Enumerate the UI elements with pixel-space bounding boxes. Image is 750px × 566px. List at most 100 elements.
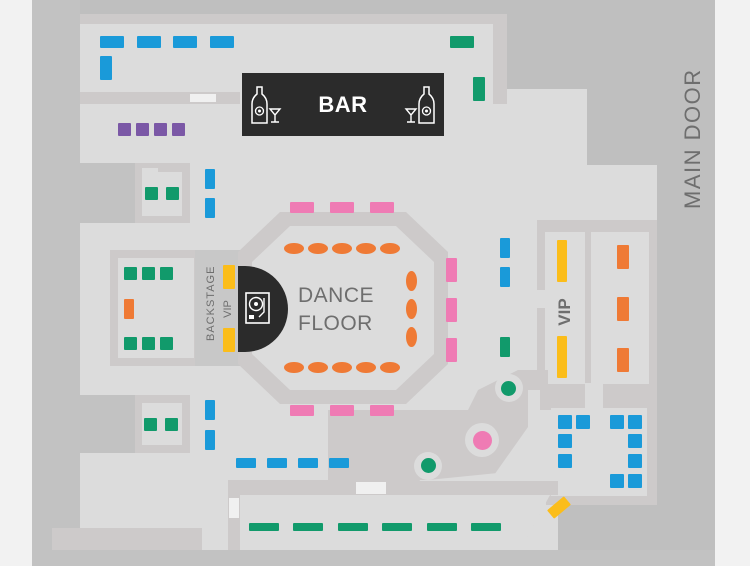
seat-blue[interactable] — [628, 454, 642, 468]
seat-blue[interactable] — [236, 458, 256, 468]
round-table-alcoves — [414, 374, 523, 480]
seat-pink[interactable] — [290, 202, 314, 213]
seat-yellow[interactable] — [223, 265, 235, 289]
seat-green[interactable] — [338, 523, 368, 531]
seat-green[interactable] — [144, 418, 157, 431]
seat-green[interactable] — [450, 36, 474, 48]
corridor-wall-top — [228, 481, 558, 495]
seat-blue[interactable] — [210, 36, 234, 48]
round-table-green[interactable] — [501, 381, 516, 396]
champagne-bottle-glass-icon — [251, 85, 282, 124]
seat-pink[interactable] — [290, 405, 314, 416]
seat-yellow[interactable] — [557, 336, 567, 378]
round-table-green[interactable] — [421, 458, 436, 473]
seat-pink[interactable] — [330, 202, 354, 213]
dance-floor-pod-orange[interactable] — [332, 243, 352, 254]
seat-blue[interactable] — [558, 454, 572, 468]
backstage-label: BACKSTAGE — [205, 265, 217, 341]
dance-floor-pod-orange[interactable] — [406, 299, 417, 319]
seat-blue[interactable] — [100, 36, 124, 48]
bottom-wall-strip — [32, 550, 715, 566]
seat-blue[interactable] — [298, 458, 318, 468]
seat-blue[interactable] — [100, 56, 112, 80]
dance-floor-label-line2: FLOOR — [298, 312, 373, 335]
seat-blue[interactable] — [610, 415, 624, 429]
seat-blue[interactable] — [558, 415, 572, 429]
seat-yellow[interactable] — [557, 240, 567, 282]
seat-orange[interactable] — [617, 348, 629, 372]
seat-blue[interactable] — [205, 400, 215, 420]
seat-green[interactable] — [124, 337, 137, 350]
lounge-bottom-right-gap — [585, 395, 603, 411]
dance-floor-pod-orange[interactable] — [332, 362, 352, 373]
seat-green[interactable] — [293, 523, 323, 531]
seat-pink[interactable] — [446, 258, 457, 282]
vip-corridor — [530, 290, 550, 308]
seat-green[interactable] — [500, 337, 510, 357]
seat-blue[interactable] — [576, 415, 590, 429]
seat-green[interactable] — [166, 187, 179, 200]
seat-green[interactable] — [249, 523, 279, 531]
wall-top-lounge — [80, 14, 507, 24]
seat-orange[interactable] — [617, 297, 629, 321]
seat-yellow[interactable] — [223, 328, 235, 352]
bottom-left-block — [52, 528, 202, 550]
seat-blue[interactable] — [628, 415, 642, 429]
dance-floor-pod-orange[interactable] — [308, 243, 328, 254]
seat-blue[interactable] — [610, 474, 624, 488]
seat-purple[interactable] — [118, 123, 131, 136]
seat-pink[interactable] — [370, 405, 394, 416]
seat-green[interactable] — [471, 523, 501, 531]
seat-blue[interactable] — [500, 238, 510, 258]
seat-purple[interactable] — [136, 123, 149, 136]
doorway-corridor-left — [229, 498, 239, 518]
seat-blue[interactable] — [628, 474, 642, 488]
dance-floor-pod-orange[interactable] — [308, 362, 328, 373]
seat-green[interactable] — [473, 77, 485, 101]
seat-green[interactable] — [160, 337, 173, 350]
seat-blue[interactable] — [628, 434, 642, 448]
left-block-lower — [80, 395, 135, 453]
seat-blue[interactable] — [205, 430, 215, 450]
vip-label: VIP — [555, 298, 574, 326]
seat-orange[interactable] — [124, 299, 134, 319]
dance-floor-pod-orange[interactable] — [284, 243, 304, 254]
seat-green[interactable] — [124, 267, 137, 280]
dance-floor-label: DANCE FLOOR — [298, 282, 374, 338]
seat-blue[interactable] — [173, 36, 197, 48]
dance-floor-pod-orange[interactable] — [380, 362, 400, 373]
seat-blue[interactable] — [329, 458, 349, 468]
seat-blue[interactable] — [137, 36, 161, 48]
seat-purple[interactable] — [172, 123, 185, 136]
seat-pink[interactable] — [446, 298, 457, 322]
seat-green[interactable] — [145, 187, 158, 200]
dance-floor-label-line1: DANCE — [298, 284, 375, 307]
seat-green[interactable] — [142, 337, 155, 350]
seat-blue[interactable] — [500, 267, 510, 287]
seat-blue[interactable] — [205, 169, 215, 189]
left-wall-strip — [32, 0, 80, 566]
seat-orange[interactable] — [617, 245, 629, 269]
champagne-bottle-glass-icon — [404, 85, 435, 124]
dance-floor-pod-orange[interactable] — [284, 362, 304, 373]
round-table-pink[interactable] — [473, 431, 492, 450]
seat-blue[interactable] — [558, 434, 572, 448]
dance-floor-pod-orange[interactable] — [406, 271, 417, 291]
seat-blue[interactable] — [205, 198, 215, 218]
seat-pink[interactable] — [330, 405, 354, 416]
dance-floor-pod-orange[interactable] — [356, 362, 376, 373]
doorway-top-left — [190, 94, 216, 102]
dance-floor-pod-orange[interactable] — [380, 243, 400, 254]
dance-floor-pod-orange[interactable] — [406, 327, 417, 347]
seat-purple[interactable] — [154, 123, 167, 136]
seat-green[interactable] — [142, 267, 155, 280]
seat-blue[interactable] — [267, 458, 287, 468]
seat-green[interactable] — [160, 267, 173, 280]
bottom-corridor-diagonal — [480, 410, 580, 550]
seat-green[interactable] — [382, 523, 412, 531]
seat-pink[interactable] — [370, 202, 394, 213]
seat-green[interactable] — [165, 418, 178, 431]
dance-floor-pod-orange[interactable] — [356, 243, 376, 254]
seat-pink[interactable] — [446, 338, 457, 362]
seat-green[interactable] — [427, 523, 457, 531]
